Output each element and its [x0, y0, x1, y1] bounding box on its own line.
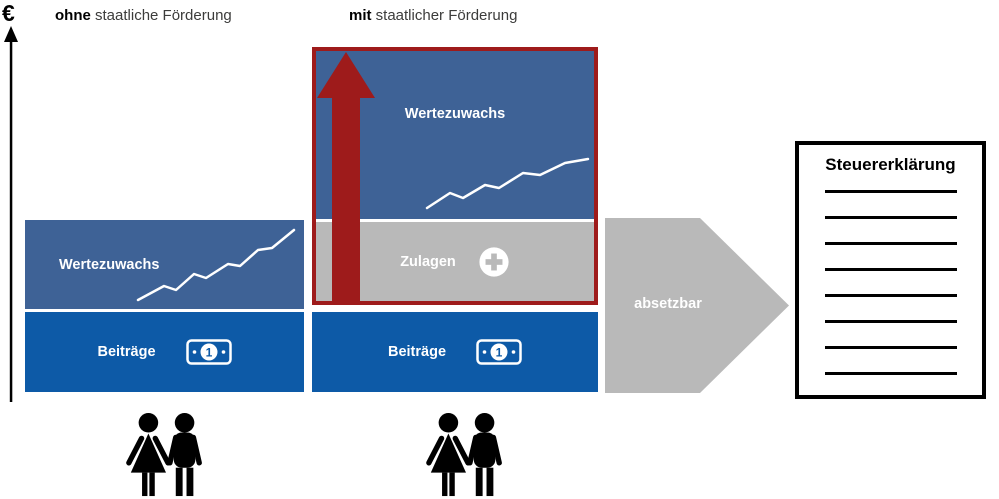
document-line	[824, 190, 957, 193]
title-left-rest: staatliche Förderung	[90, 7, 232, 24]
contribution-label-left: Beiträge	[97, 344, 156, 360]
couple-pictogram-icon-left	[126, 412, 202, 497]
growth-box-left: Wertezuwachs	[25, 220, 304, 309]
increase-up-arrow-icon	[317, 52, 375, 303]
title-right-bold: mit	[349, 7, 372, 24]
document-line	[824, 372, 957, 375]
bonus-label: Zulagen	[400, 253, 456, 270]
contribution-box-right: Beiträge 1	[312, 312, 598, 392]
document-line	[824, 320, 957, 323]
deductible-right-arrow-shape	[605, 218, 789, 393]
tax-document-lines	[799, 190, 982, 375]
banknote-icon: 1	[185, 339, 232, 365]
banknote-icon: 1	[476, 339, 522, 365]
growth-label-left: Wertezuwachs	[59, 256, 160, 273]
title-left-bold: ohne	[55, 7, 91, 24]
deductible-arrow-label: absetzbar	[634, 296, 702, 312]
banknote-value: 1	[205, 345, 212, 359]
couple-pictogram-icon-right	[426, 412, 502, 497]
line-chart-icon-left	[136, 228, 296, 302]
document-line	[824, 346, 957, 349]
document-line	[824, 294, 957, 297]
euro-symbol: €	[2, 0, 15, 26]
document-line	[824, 268, 957, 271]
title-right-rest: staatlicher Förderung	[371, 7, 518, 24]
bonus-box: Zulagen	[316, 222, 594, 301]
contribution-label-right: Beiträge	[387, 344, 447, 360]
banknote-value: 1	[496, 345, 503, 359]
box-divider	[316, 219, 594, 222]
document-line	[824, 216, 957, 219]
column-title-with-subsidy: mit staatlicher Förderung	[349, 7, 517, 24]
contribution-box-left: Beiträge 1	[25, 312, 304, 392]
document-line	[824, 242, 957, 245]
line-chart-icon-right	[425, 157, 590, 210]
tax-document-title: Steuererklärung	[825, 155, 956, 174]
growth-label-right: Wertezuwachs	[404, 106, 506, 122]
y-axis-arrow-icon	[4, 26, 18, 402]
plus-circle-icon	[479, 246, 509, 277]
column-title-without-subsidy: ohne staatliche Förderung	[55, 7, 232, 24]
tax-document: Steuererklärung	[795, 141, 986, 399]
